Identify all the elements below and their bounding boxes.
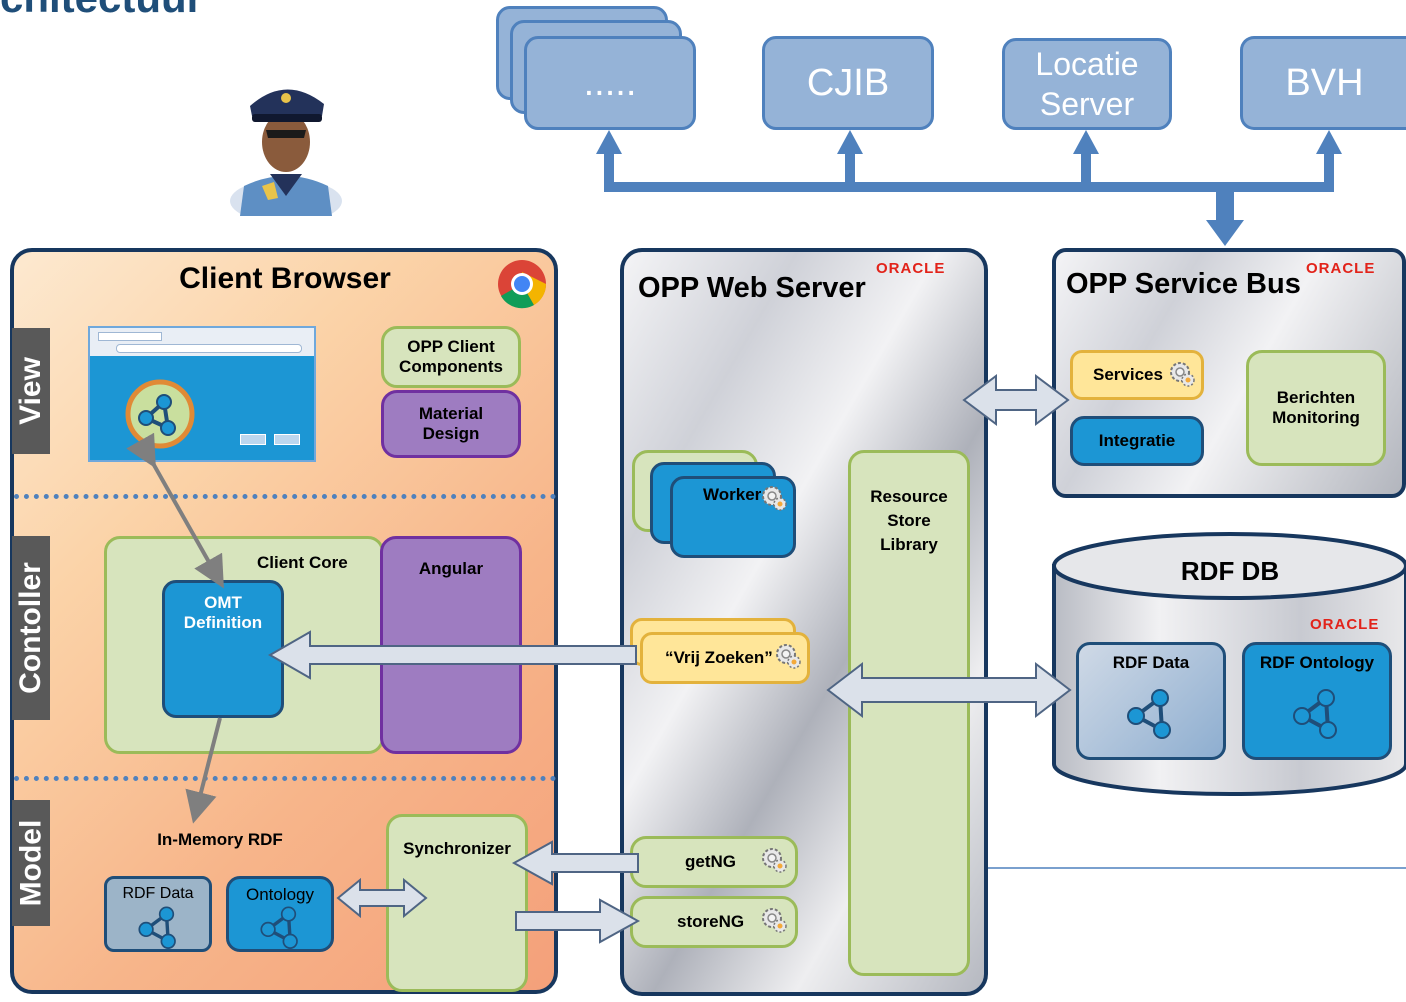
external-system-locatie-server: Locatie Server xyxy=(1002,38,1172,130)
rdf-db-ontology-label: RDF Ontology xyxy=(1259,653,1375,672)
resource-store-library-label: Resource Store Library xyxy=(851,485,967,557)
in-memory-rdf-label: In-Memory RDF xyxy=(157,830,283,849)
resource-line1: Resource xyxy=(870,487,948,506)
getng-label: getNG xyxy=(685,852,736,871)
browser-button-2 xyxy=(274,434,300,445)
berichten-line2: Monitoring xyxy=(1272,408,1360,427)
resource-line2: Store xyxy=(887,511,931,530)
material-design-line2: Design xyxy=(422,424,480,443)
material-design-box: Material Design xyxy=(381,390,521,458)
storeng-label: storeNG xyxy=(677,912,745,931)
vrij-zoeken-box: “Vrij Zoeken” xyxy=(640,632,810,684)
external-system-bvh-label: BVH xyxy=(1285,62,1364,104)
rdf-db-ontology-box: RDF Ontology xyxy=(1242,642,1392,760)
client-core-label: Client Core xyxy=(257,553,348,572)
getng-box: getNG xyxy=(630,836,798,888)
in-memory-rdf-data-box: RDF Data xyxy=(104,876,212,952)
browser-tab xyxy=(98,332,162,341)
vrij-zoeken-label: “Vrij Zoeken” xyxy=(665,648,773,667)
locatie-label-line2: Server xyxy=(1039,86,1135,122)
layer-separator-controller-model xyxy=(14,776,556,781)
rdf-db-title: RDF DB xyxy=(1180,556,1280,586)
external-system-more: ..... xyxy=(524,36,696,130)
services-label: Services xyxy=(1093,365,1163,384)
material-design-line1: Material xyxy=(418,404,484,423)
integratie-label: Integratie xyxy=(1098,431,1176,450)
omt-line1: OMT xyxy=(204,593,242,612)
locatie-label-line1: Locatie xyxy=(1035,46,1139,82)
rdf-db-data-label: RDF Data xyxy=(1112,653,1190,672)
opp-client-components-box: OPP Client Components xyxy=(381,326,521,388)
omt-line2: Definition xyxy=(183,613,263,632)
layer-tab-model: Model xyxy=(12,800,50,926)
layer-separator-view-controller xyxy=(14,494,556,499)
layer-tab-controller: Contoller xyxy=(12,536,50,720)
storeng-box: storeNG xyxy=(630,896,798,948)
worker-box: Worker xyxy=(670,476,796,558)
in-memory-ontology-label: Ontology xyxy=(245,885,315,904)
external-system-cjib: CJIB xyxy=(762,36,934,130)
service-bus-lines xyxy=(596,130,1342,246)
external-system-bvh: BVH xyxy=(1240,36,1406,130)
angular-label: Angular xyxy=(418,559,484,578)
external-system-cjib-label: CJIB xyxy=(806,62,890,104)
web-server-title: OPP Web Server xyxy=(638,272,866,304)
integratie-box: Integratie xyxy=(1070,416,1204,466)
browser-button-1 xyxy=(240,434,266,445)
external-system-more-label: ..... xyxy=(583,62,637,104)
service-bus-oracle-logo: ORACLE xyxy=(1306,260,1376,277)
opp-client-components-line2: Components xyxy=(399,357,503,376)
in-memory-rdf-data-label: RDF Data xyxy=(122,885,194,902)
resource-line3: Library xyxy=(880,535,938,554)
rdf-db-data-box: RDF Data xyxy=(1076,642,1226,760)
omt-definition-box: OMT Definition xyxy=(162,580,284,718)
berichten-line1: Berichten xyxy=(1276,388,1356,407)
layer-tab-model-label: Model xyxy=(14,819,48,907)
app-logo-icon xyxy=(125,379,195,449)
angular-box: Angular xyxy=(380,536,522,754)
web-server-oracle-logo: ORACLE xyxy=(876,260,946,277)
synchronizer-label: Synchronizer xyxy=(403,839,511,858)
police-officer-avatar xyxy=(230,89,342,216)
resource-store-library-box: Resource Store Library xyxy=(848,450,970,976)
layer-tab-view-label: View xyxy=(14,357,48,425)
browser-window-mockup xyxy=(88,326,316,462)
berichten-monitoring-box: Berichten Monitoring xyxy=(1246,350,1386,466)
worker-label: Worker xyxy=(703,485,762,504)
opp-client-components-line1: OPP Client xyxy=(407,337,495,356)
page-headline: chitectuur xyxy=(0,0,203,22)
synchronizer-box: Synchronizer xyxy=(386,814,528,992)
rdf-db-oracle-logo: ORACLE xyxy=(1310,616,1380,633)
layer-tab-view: View xyxy=(12,328,50,454)
client-browser-title: Client Browser xyxy=(179,262,391,295)
chrome-icon xyxy=(498,260,547,309)
in-memory-ontology-box: Ontology xyxy=(226,876,334,952)
browser-address-bar xyxy=(116,344,302,353)
layer-tab-controller-label: Contoller xyxy=(14,562,48,694)
service-bus-title: OPP Service Bus xyxy=(1066,268,1301,300)
browser-toolbar xyxy=(90,328,314,356)
services-box: Services xyxy=(1070,350,1204,400)
